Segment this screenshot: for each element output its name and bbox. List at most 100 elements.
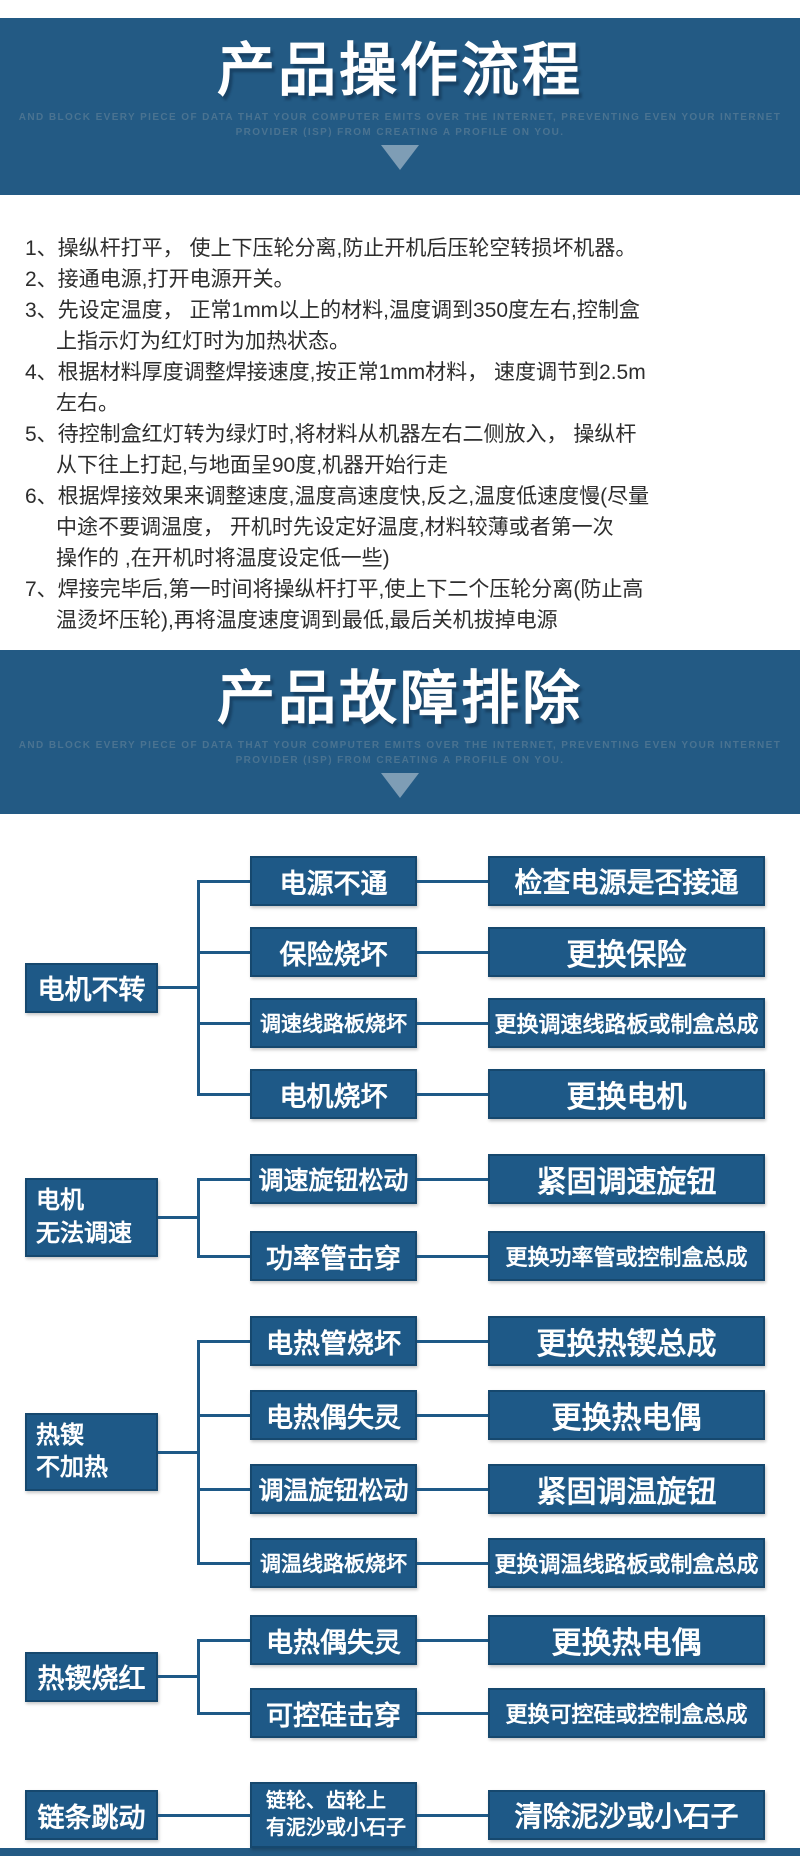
- fault-row: 功率管击穿 更换功率管或控制盒总成: [197, 1231, 765, 1281]
- cause-box: 电热偶失灵: [250, 1615, 417, 1665]
- down-triangle-icon: [381, 772, 419, 798]
- cause-box: 电热管烧坏: [250, 1316, 417, 1366]
- solution-box: 更换电机: [488, 1069, 765, 1119]
- step-line: 7、焊接完毕后,第一时间将操纵杆打平,使上下二个压轮分离(防止高: [25, 578, 644, 601]
- fault-row: 电热管烧坏 更换热锲总成: [197, 1316, 765, 1366]
- step-line-continuation: 左右。: [56, 392, 119, 415]
- operation-steps: 1、操纵杆打平， 使上下压轮分离,防止开机后压轮空转损坏机器。 2、接通电源,打开…: [25, 233, 787, 636]
- troubleshooting-flowchart: 电机不转 电源不通检查电源是否接通保险烧坏 更换保险调速线路板烧坏 更换调速线路板或制…: [0, 856, 800, 1848]
- operation-banner-subtitle: AND BLOCK EVERY PIECE OF DATA THAT YOUR …: [18, 111, 782, 138]
- fault-row: 电热偶失灵 更换热电偶: [197, 1390, 765, 1440]
- step-line: 5、待控制盒红灯转为绿灯时,将材料从机器左右二侧放入， 操纵杆: [25, 423, 637, 446]
- troubleshooting-banner-title: 产品故障排除: [216, 666, 583, 731]
- connector-line: [197, 1254, 250, 1258]
- solution-box: 更换调温线路板或制盒总成: [488, 1538, 765, 1588]
- step-line: 3、先设定温度， 正常1mm以上的材料,温度调到350度左右,控制盒: [25, 299, 640, 322]
- fault-row: 可控硅击穿更换可控硅或控制盒总成: [197, 1688, 765, 1738]
- connector-line: [417, 1177, 488, 1181]
- connector-line: [417, 1638, 488, 1642]
- cause-box: 可控硅击穿: [250, 1688, 417, 1738]
- solution-box: 清除泥沙或小石子: [488, 1790, 765, 1840]
- connector-line: [417, 1092, 488, 1096]
- fault-group: 电机不转 电源不通检查电源是否接通保险烧坏 更换保险调速线路板烧坏 更换调速线路板或制…: [0, 856, 800, 1119]
- connector-line: [417, 1339, 488, 1343]
- connector-line: [197, 1711, 250, 1715]
- fault-group: 电机 无法调速调速旋钮松动紧固调速旋钮功率管击穿 更换功率管或控制盒总成: [0, 1154, 800, 1281]
- connector-spine: [197, 1638, 200, 1715]
- bottom-banner-edge: [0, 1848, 800, 1856]
- fault-row: 保险烧坏 更换保险: [197, 927, 765, 977]
- connector-line: [158, 986, 197, 989]
- cause-box: 电热偶失灵: [250, 1390, 417, 1440]
- solution-box: 紧固调速旋钮: [488, 1154, 765, 1204]
- cause-box: 调温线路板烧坏: [250, 1538, 417, 1588]
- connector-line: [417, 1711, 488, 1715]
- step-line-continuation: 从下往上打起,与地面呈90度,机器开始行走: [56, 454, 449, 477]
- connector-line: [417, 1413, 488, 1417]
- connector-line: [158, 1450, 197, 1454]
- solution-box: 紧固调温旋钮: [488, 1464, 765, 1514]
- down-triangle-icon: [381, 144, 419, 170]
- step-line-continuation: 上指示灯为红灯时为加热状态。: [56, 330, 350, 353]
- fault-group: 热锲 不加热电热管烧坏更换热锲总成电热偶失灵更换热电偶调温旋钮松动紧固调温旋钮调…: [0, 1316, 800, 1588]
- connector-line: [417, 1813, 488, 1817]
- fault-label-box: 链条跳动: [25, 1790, 158, 1840]
- step-line-continuation: 操作的 ,在开机时将温度设定低一些): [56, 547, 390, 570]
- step-line: 1、操纵杆打平， 使上下压轮分离,防止开机后压轮空转损坏机器。: [25, 237, 637, 260]
- connector-spine: [197, 1177, 200, 1258]
- operation-process-banner: 产品操作流程 AND BLOCK EVERY PIECE OF DATA THA…: [0, 18, 800, 195]
- connector-line: [197, 1177, 250, 1181]
- troubleshooting-banner: 产品故障排除 AND BLOCK EVERY PIECE OF DATA THA…: [0, 650, 800, 814]
- step-line: 2、接通电源,打开电源开关。: [25, 268, 295, 291]
- solution-box: 更换保险: [488, 927, 765, 977]
- solution-box: 更换热锲总成: [488, 1316, 765, 1366]
- cause-box: 功率管击穿: [250, 1231, 417, 1281]
- connector-spine: [197, 879, 200, 1096]
- fault-row: 调温线路板烧坏 更换调温线路板或制盒总成: [197, 1538, 765, 1588]
- connector-line: [197, 1092, 250, 1096]
- step-line: 6、根据焊接效果来调整速度,温度高速度快,反之,温度低速度慢(尽量: [25, 485, 650, 508]
- cause-box: 链轮、齿轮上 有泥沙或小石子: [250, 1782, 417, 1848]
- operation-banner-title: 产品操作流程: [216, 38, 583, 103]
- fault-rows: 调速旋钮松动紧固调速旋钮功率管击穿 更换功率管或控制盒总成: [197, 1154, 765, 1281]
- connector-line: [197, 1021, 250, 1025]
- step-line: 4、根据材料厚度调整焊接速度,按正常1mm材料， 速度调节到2.5m: [25, 361, 646, 384]
- connector-line: [197, 1487, 250, 1491]
- cause-box: 保险烧坏: [250, 927, 417, 977]
- troubleshooting-banner-subtitle: AND BLOCK EVERY PIECE OF DATA THAT YOUR …: [18, 739, 782, 766]
- fault-rows: 电热管烧坏 更换热锲总成电热偶失灵 更换热电偶调温旋钮松动 紧固调温旋钮调温线路板烧坏…: [197, 1316, 765, 1588]
- connector-line: [158, 1813, 197, 1817]
- cause-box: 调温旋钮松动: [250, 1464, 417, 1514]
- fault-label-box: 电机不转: [25, 962, 158, 1013]
- fault-rows: 电热偶失灵 更换热电偶可控硅击穿更换可控硅或控制盒总成: [197, 1615, 765, 1738]
- connector-line: [158, 1216, 197, 1219]
- fault-label-box: 电机 无法调速: [25, 1178, 158, 1257]
- fault-row: 电源不通检查电源是否接通: [197, 856, 765, 906]
- fault-row: 调速线路板烧坏 更换调速线路板或制盒总成: [197, 998, 765, 1048]
- connector-line: [197, 1413, 250, 1417]
- connector-line: [197, 1339, 250, 1343]
- fault-row: 调速旋钮松动紧固调速旋钮: [197, 1154, 765, 1204]
- connector-line: [197, 879, 250, 883]
- connector-line: [158, 1675, 197, 1678]
- connector-line: [197, 950, 250, 954]
- cause-box: 电源不通: [250, 856, 417, 906]
- connector-line: [417, 879, 488, 883]
- solution-box: 更换热电偶: [488, 1390, 765, 1440]
- connector-line: [417, 950, 488, 954]
- fault-row: 电机烧坏 更换电机: [197, 1069, 765, 1119]
- fault-rows: 链轮、齿轮上 有泥沙或小石子 清除泥沙或小石子: [197, 1782, 765, 1848]
- cause-box: 调速线路板烧坏: [250, 998, 417, 1048]
- fault-label-box: 热锲烧红: [25, 1651, 158, 1702]
- connector-line: [417, 1487, 488, 1491]
- fault-row: 电热偶失灵 更换热电偶: [197, 1615, 765, 1665]
- solution-box: 更换热电偶: [488, 1615, 765, 1665]
- connector-line: [417, 1021, 488, 1025]
- solution-box: 更换调速线路板或制盒总成: [488, 998, 765, 1048]
- fault-group: 链条跳动 链轮、齿轮上 有泥沙或小石子 清除泥沙或小石子: [0, 1782, 800, 1848]
- cause-box: 电机烧坏: [250, 1069, 417, 1119]
- solution-box: 更换功率管或控制盒总成: [488, 1231, 765, 1281]
- fault-rows: 电源不通检查电源是否接通保险烧坏更换保险调速线路板烧坏更换调速线路板或制盒总成电…: [197, 856, 765, 1119]
- connector-line: [197, 1638, 250, 1642]
- connector-line: [417, 1254, 488, 1258]
